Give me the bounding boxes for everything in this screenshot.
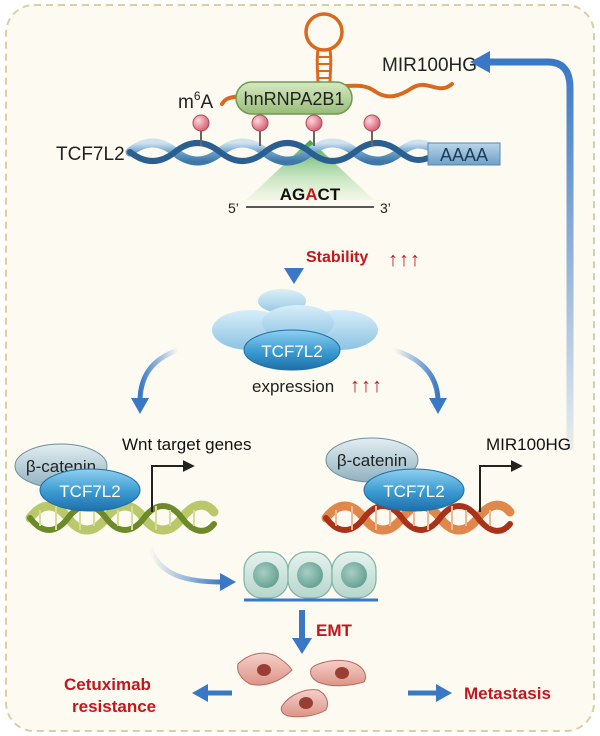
tcf7l2-left (39, 468, 141, 512)
expression-label: expression (252, 377, 334, 396)
mir100hg-right-label: MIR100HG (486, 435, 571, 454)
stability-label: Stability (306, 249, 368, 266)
cetuximab-label-2: resistance (72, 697, 156, 716)
mir100hg-top-label: MIR100HG (382, 55, 477, 76)
five-prime-label: 5’ (228, 200, 239, 216)
wnt-target-label: Wnt target genes (122, 435, 251, 454)
m6a-sites (192, 114, 381, 146)
beta-catenin-right-label: β-catenin (337, 451, 407, 470)
motif-sequence: AGACT (280, 185, 341, 204)
m6a-site (363, 114, 381, 132)
arrow-to-wnt-complex (137, 347, 179, 403)
tcf7l2-left-label: TCF7L2 (59, 482, 120, 501)
arrow-to-cells (147, 547, 223, 585)
cetuximab-arrowhead (192, 684, 208, 702)
arrow-to-wnt-head (131, 398, 149, 414)
m6a-label: m6A (178, 89, 214, 113)
hnrnpa2b1-label: hnRNPA2B1 (244, 89, 345, 109)
arrow-to-mir-complex (393, 347, 441, 403)
three-prime-label: 3’ (380, 200, 391, 216)
arrow-to-mir-head (429, 398, 447, 414)
mesenchymal-cells (237, 652, 367, 718)
feedback-arrowhead (470, 51, 490, 73)
tcf7l2-right-label: TCF7L2 (383, 482, 444, 501)
stability-arrowhead (284, 268, 304, 284)
metastasis-arrowhead (436, 684, 452, 702)
metastasis-label: Metastasis (464, 684, 551, 703)
feedback-arrow (486, 58, 574, 450)
motif-cone (246, 140, 374, 200)
arrow-to-cells-head (220, 573, 236, 591)
emt-arrowhead (292, 638, 312, 654)
tcf7l2-protein-cluster (212, 289, 378, 371)
polya-label: AAAA (440, 145, 488, 165)
wnt-transcription-arrow (151, 460, 195, 512)
m6a-site (251, 114, 269, 132)
expression-up-arrows: ↑↑↑ (350, 375, 383, 397)
tcf7l2-right (363, 468, 465, 512)
m6a-site (305, 114, 323, 132)
tcf7l2-gene-label: TCF7L2 (56, 144, 125, 165)
emt-label: EMT (316, 621, 353, 640)
m6a-site (192, 114, 210, 132)
epithelial-cells (243, 551, 378, 602)
tcf7l2-mrna-helix (125, 138, 433, 166)
hnrnpa2b1-protein (235, 81, 353, 115)
cetuximab-label-1: Cetuximab (64, 675, 151, 694)
stability-up-arrows: ↑↑↑ (388, 249, 421, 271)
polya-tail (427, 142, 501, 166)
protein-label: TCF7L2 (261, 342, 322, 361)
mir-transcription-arrow (479, 460, 523, 512)
